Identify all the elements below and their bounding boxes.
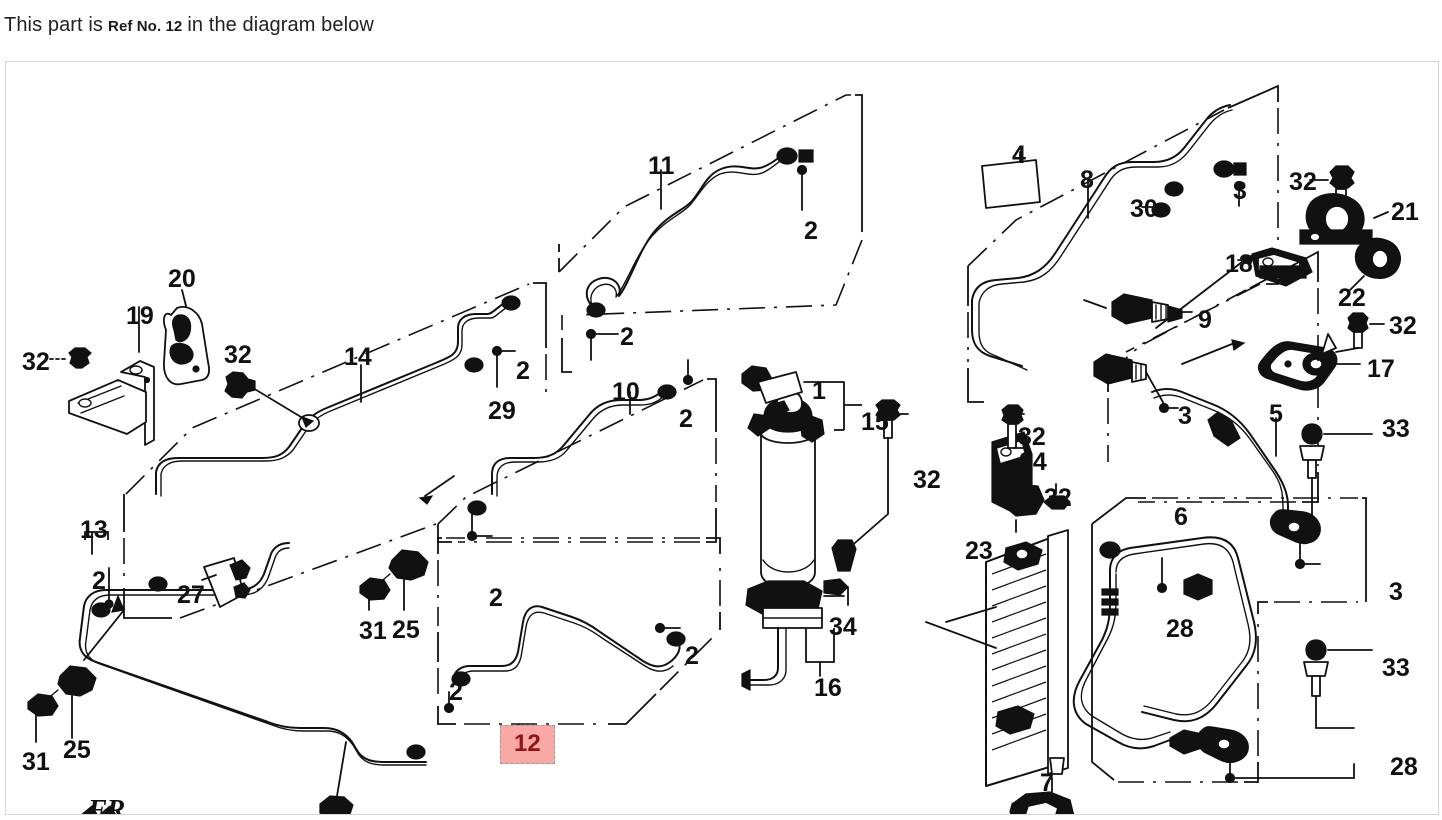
callout-16: 16 bbox=[814, 674, 842, 702]
callout-29: 29 bbox=[488, 397, 516, 425]
callout-31-b: 31 bbox=[22, 748, 50, 776]
callout-23: 23 bbox=[965, 537, 993, 565]
callout-11: 11 bbox=[648, 152, 675, 180]
group-mount-brackets bbox=[1237, 165, 1401, 391]
callout-2-c: 2 bbox=[516, 357, 530, 385]
parts-diagram-illustration: .ln { fill:none; stroke:#111; stroke-wid… bbox=[27, 84, 1401, 814]
callout-34: 34 bbox=[829, 613, 857, 641]
callout-32-b: 32 bbox=[224, 341, 252, 369]
callout-27: 27 bbox=[177, 581, 205, 609]
callout-8: 8 bbox=[1080, 166, 1094, 194]
group-6-condenser-hose bbox=[925, 404, 1373, 814]
callout-33-a: 33 bbox=[1382, 415, 1410, 443]
callout-5: 5 bbox=[1269, 400, 1283, 428]
callout-21: 21 bbox=[1391, 198, 1419, 226]
group-10-pipe-assembly bbox=[418, 359, 717, 543]
callout-2-a: 2 bbox=[804, 217, 818, 245]
group-5-hose-assembly bbox=[1107, 250, 1373, 570]
callout-30: 30 bbox=[1130, 195, 1158, 223]
callout-7: 7 bbox=[1040, 769, 1054, 797]
callout-32-c: 32 bbox=[913, 466, 941, 494]
callout-24: 24 bbox=[1019, 448, 1047, 476]
group-12-hose-assembly bbox=[437, 537, 721, 748]
callout-33-b: 33 bbox=[1382, 654, 1410, 682]
callout-14: 14 bbox=[344, 343, 372, 371]
callout-2-h: 2 bbox=[449, 678, 463, 706]
callout-32-d: 32 bbox=[1289, 168, 1317, 196]
page-title: This part is Ref No. 12 in the diagram b… bbox=[4, 14, 374, 44]
callout-20: 20 bbox=[168, 265, 196, 293]
callout-28-b: 28 bbox=[1390, 753, 1418, 781]
callout-2-d: 2 bbox=[679, 405, 693, 433]
fr-direction-label: FR. bbox=[88, 795, 133, 815]
callout-2-g: 2 bbox=[685, 642, 699, 670]
callout-28-a: 28 bbox=[1166, 615, 1194, 643]
callout-3-c: 3 bbox=[1389, 578, 1403, 606]
group-8-pipe-assembly bbox=[967, 84, 1279, 414]
callout-17: 17 bbox=[1367, 355, 1395, 383]
callout-19: 19 bbox=[126, 302, 154, 330]
highlighted-ref-12[interactable]: 12 bbox=[500, 725, 555, 764]
callout-3-b: 3 bbox=[1178, 402, 1192, 430]
callout-4: 4 bbox=[1012, 141, 1026, 169]
callout-32-e: 32 bbox=[1389, 312, 1417, 340]
group-11-hose-assembly bbox=[558, 94, 863, 373]
callout-22: 22 bbox=[1338, 284, 1366, 312]
callout-3-a: 3 bbox=[1233, 177, 1247, 205]
callout-32-f: 32 bbox=[1018, 423, 1046, 451]
callout-18: 18 bbox=[1225, 250, 1253, 278]
callout-13: 13 bbox=[80, 516, 108, 544]
page-title-trail: in the diagram below bbox=[187, 14, 374, 36]
fr-direction-arrow bbox=[81, 805, 117, 814]
group-15-receiver-dryer bbox=[741, 365, 909, 691]
callout-31-a: 31 bbox=[359, 617, 387, 645]
group-brackets-19-20 bbox=[49, 289, 256, 446]
callout-25-b: 25 bbox=[63, 736, 91, 764]
group-13-long-pipe bbox=[27, 531, 429, 814]
callout-15: 15 bbox=[861, 408, 889, 436]
callout-32-a: 32 bbox=[22, 348, 50, 376]
callout-2-e: 2 bbox=[489, 584, 503, 612]
ref-number-label: Ref No. 12 bbox=[108, 18, 183, 35]
callout-6: 6 bbox=[1174, 503, 1188, 531]
callout-2-b: 2 bbox=[620, 323, 634, 351]
page-title-lead: This part is bbox=[4, 14, 104, 36]
callout-2-f: 2 bbox=[92, 567, 106, 595]
diagram-frame: .ln { fill:none; stroke:#111; stroke-wid… bbox=[5, 61, 1439, 815]
callout-25-a: 25 bbox=[392, 616, 420, 644]
callout-1: 1 bbox=[812, 377, 826, 405]
callout-9: 9 bbox=[1198, 306, 1212, 334]
group-14-pipe-assembly bbox=[123, 282, 547, 619]
callout-32-g: 32 bbox=[1044, 484, 1072, 512]
callout-10: 10 bbox=[612, 378, 640, 406]
